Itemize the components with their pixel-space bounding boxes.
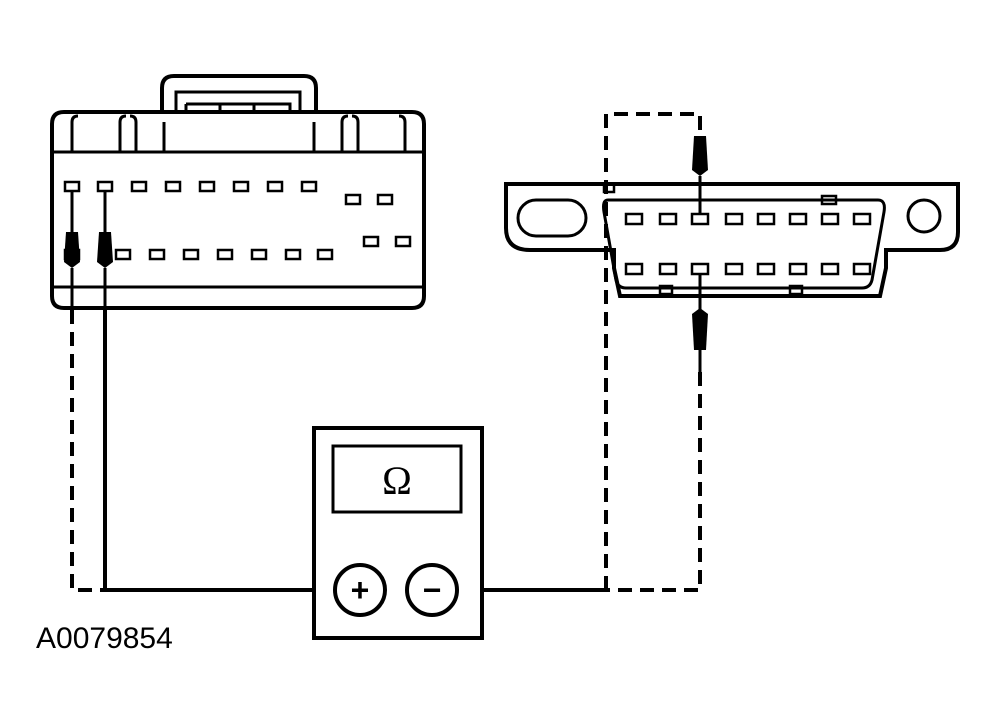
negative-terminal — [405, 563, 459, 617]
pin-cavity — [690, 262, 710, 276]
meter-display — [331, 444, 463, 514]
probe-tip-icon — [97, 191, 113, 310]
pin-cavity — [788, 212, 808, 226]
pin-cavity — [624, 212, 644, 226]
dashed-lead-left — [70, 310, 106, 592]
pin-cavity — [198, 180, 216, 193]
pin-cavity — [820, 212, 840, 226]
pin-cavity — [362, 235, 380, 248]
pin-cavity — [216, 248, 234, 261]
pin-cavity — [148, 248, 166, 261]
pin-cavity — [344, 193, 362, 206]
dashed-lead-right-top — [604, 112, 702, 590]
pin-cavity — [114, 248, 132, 261]
pin-cavity — [96, 180, 114, 193]
dlc-connector-pins — [624, 212, 872, 276]
pin-cavity — [624, 262, 644, 276]
pin-cavity — [724, 212, 744, 226]
pin-cavity — [164, 180, 182, 193]
pin-cavity — [852, 212, 872, 226]
pin-cavity — [266, 180, 284, 193]
negative-terminal-label: − — [423, 572, 442, 608]
pin-cavity — [250, 248, 268, 261]
pin-cavity — [756, 212, 776, 226]
pin-cavity — [300, 180, 318, 193]
pin-cavity — [130, 180, 148, 193]
positive-terminal — [333, 563, 387, 617]
ohmmeter-icon — [312, 426, 484, 640]
positive-terminal-label: + — [351, 572, 370, 608]
pin-cavity — [788, 262, 808, 276]
pin-cavity — [284, 248, 302, 261]
module-connector-pins — [63, 180, 412, 261]
meter-display-symbol: Ω — [382, 458, 412, 503]
probe-tip-icon — [64, 191, 80, 310]
dashed-lead-right-bottom — [606, 372, 702, 592]
pin-cavity — [658, 212, 678, 226]
pin-cavity — [724, 262, 744, 276]
pin-cavity — [852, 262, 872, 276]
pin-cavity — [394, 235, 412, 248]
probe-tip-icon — [692, 136, 708, 214]
pin-cavity — [316, 248, 334, 261]
solid-lead-positive — [103, 310, 335, 592]
pin-cavity — [658, 262, 678, 276]
dlc-obd-connector-icon — [504, 182, 960, 298]
pin-cavity — [756, 262, 776, 276]
figure-id-label: A0079854 — [36, 622, 173, 655]
pin-cavity — [232, 180, 250, 193]
pin-cavity — [690, 212, 710, 226]
pin-cavity — [376, 193, 394, 206]
pin-cavity — [182, 248, 200, 261]
pin-cavity — [820, 262, 840, 276]
pin-cavity — [63, 180, 81, 193]
probe-tip-icon — [692, 274, 708, 372]
